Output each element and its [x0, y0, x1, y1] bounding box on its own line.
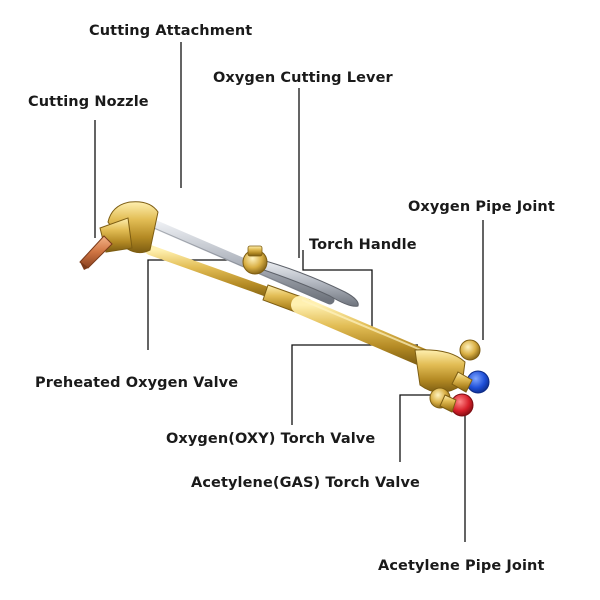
cutting-nozzle-tip: [79, 235, 113, 270]
oxygen-valve-assembly: [451, 339, 490, 394]
label-acetylene-torch-valve: Acetylene(GAS) Torch Valve: [191, 475, 420, 491]
oxygen-cutting-lever: [254, 257, 359, 307]
torch-body: [145, 245, 466, 393]
label-torch-handle: Torch Handle: [309, 237, 417, 253]
label-oxygen-pipe-joint: Oxygen Pipe Joint: [408, 199, 555, 215]
label-acetylene-pipe-joint: Acetylene Pipe Joint: [378, 558, 545, 574]
cutting-head: [99, 201, 159, 254]
leader-torch-handle: [302, 250, 373, 330]
cutting-attachment-tube: [135, 213, 335, 305]
leader-preheated-oxygen-valve: [147, 259, 250, 350]
label-cutting-attachment: Cutting Attachment: [89, 23, 253, 39]
label-preheated-oxygen-valve: Preheated Oxygen Valve: [35, 375, 239, 391]
label-oxygen-torch-valve: Oxygen(OXY) Torch Valve: [166, 431, 376, 447]
acetylene-valve-assembly: [429, 387, 474, 417]
label-oxygen-cutting-lever: Oxygen Cutting Lever: [213, 70, 393, 86]
leader-lines: [94, 42, 484, 542]
leader-acetylene-torch-valve: [399, 394, 440, 462]
label-cutting-nozzle: Cutting Nozzle: [28, 94, 149, 110]
